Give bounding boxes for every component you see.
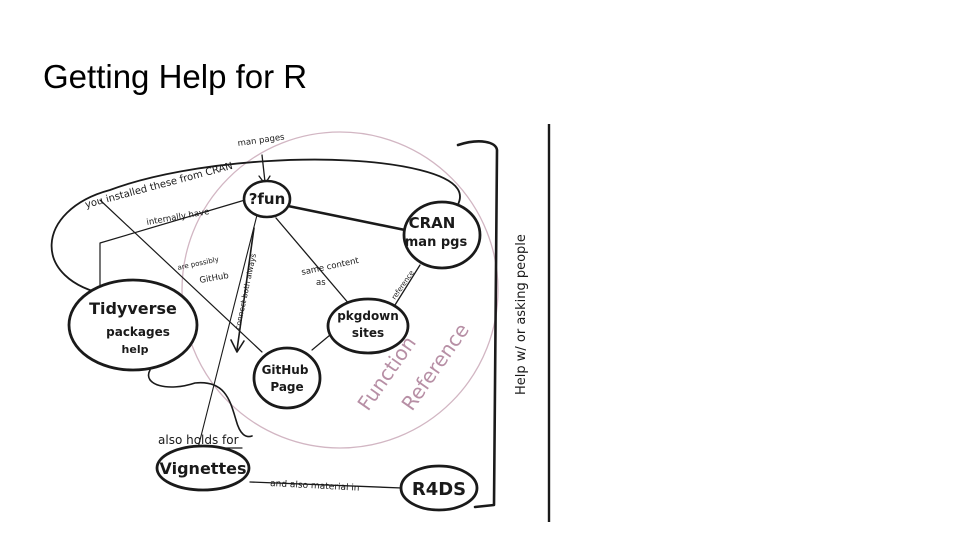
internally-have-line bbox=[99, 199, 246, 289]
fun-to-vignettes-line bbox=[197, 214, 258, 449]
node-tidyverse-label-2: packages bbox=[106, 325, 170, 339]
installed-from-cran-label: you installed these from CRAN bbox=[84, 161, 234, 211]
same-content-label-2: as bbox=[316, 278, 326, 288]
node-tidyverse-label-3: help bbox=[122, 343, 149, 356]
pkgdown-to-github-line bbox=[311, 334, 331, 351]
man-pages-label: man pages bbox=[237, 132, 286, 149]
tidyverse-to-github-line bbox=[99, 199, 263, 353]
node-github-label-1: GitHub bbox=[262, 363, 309, 377]
node-r4ds-label: R4DS bbox=[412, 479, 466, 500]
node-pkgdown-label-2: sites bbox=[352, 326, 384, 340]
node-vignettes: Vignettes bbox=[155, 444, 251, 492]
node-github-label-2: Page bbox=[270, 380, 303, 394]
internally-have-label: internally have bbox=[146, 207, 210, 228]
slide-title: Getting Help for R bbox=[43, 58, 308, 95]
connect-both-arrow bbox=[236, 227, 255, 351]
node-fun: ?fun bbox=[242, 179, 292, 219]
node-r4ds: R4DS bbox=[399, 464, 479, 512]
help-asking-label: Help w/ or asking people bbox=[514, 234, 529, 395]
cran-to-pkgdown-line bbox=[394, 264, 421, 306]
reference-label: reference bbox=[390, 269, 416, 301]
vignettes-to-r4ds-line bbox=[249, 481, 403, 489]
node-vignettes-label: Vignettes bbox=[160, 459, 247, 478]
also-holds-label: also holds for bbox=[158, 433, 239, 447]
node-tidyverse-label-1: Tidyverse bbox=[89, 299, 177, 318]
node-cran-label-1: CRAN bbox=[409, 214, 456, 232]
node-pkgdown: pkgdown sites bbox=[326, 297, 410, 355]
fun-to-pkgdown-line bbox=[275, 217, 351, 306]
same-content-label-1: same content bbox=[301, 256, 361, 278]
node-cran: CRAN man pgs bbox=[402, 200, 482, 270]
node-pkgdown-label-1: pkgdown bbox=[337, 309, 399, 323]
fun-to-cran-line bbox=[286, 204, 407, 232]
function-reference-circle bbox=[181, 131, 499, 449]
help-asking-bracket bbox=[456, 140, 499, 509]
connect-both-label: connect both always bbox=[233, 253, 258, 331]
connect-both-arrowhead bbox=[230, 339, 245, 353]
man-pages-arrow bbox=[261, 154, 266, 183]
node-cran-label-2: man pgs bbox=[405, 235, 468, 250]
possibly-label-1: are possibly bbox=[177, 255, 220, 272]
also-material-label: and also material in bbox=[270, 479, 360, 494]
possibly-label-2: GitHub bbox=[199, 271, 230, 286]
node-github: GitHub Page bbox=[252, 346, 322, 410]
installed-from-cran-loop bbox=[50, 158, 461, 296]
scribble-mark bbox=[147, 369, 253, 438]
node-tidyverse: Tidyverse packages help bbox=[67, 278, 199, 372]
node-fun-label: ?fun bbox=[249, 190, 286, 208]
